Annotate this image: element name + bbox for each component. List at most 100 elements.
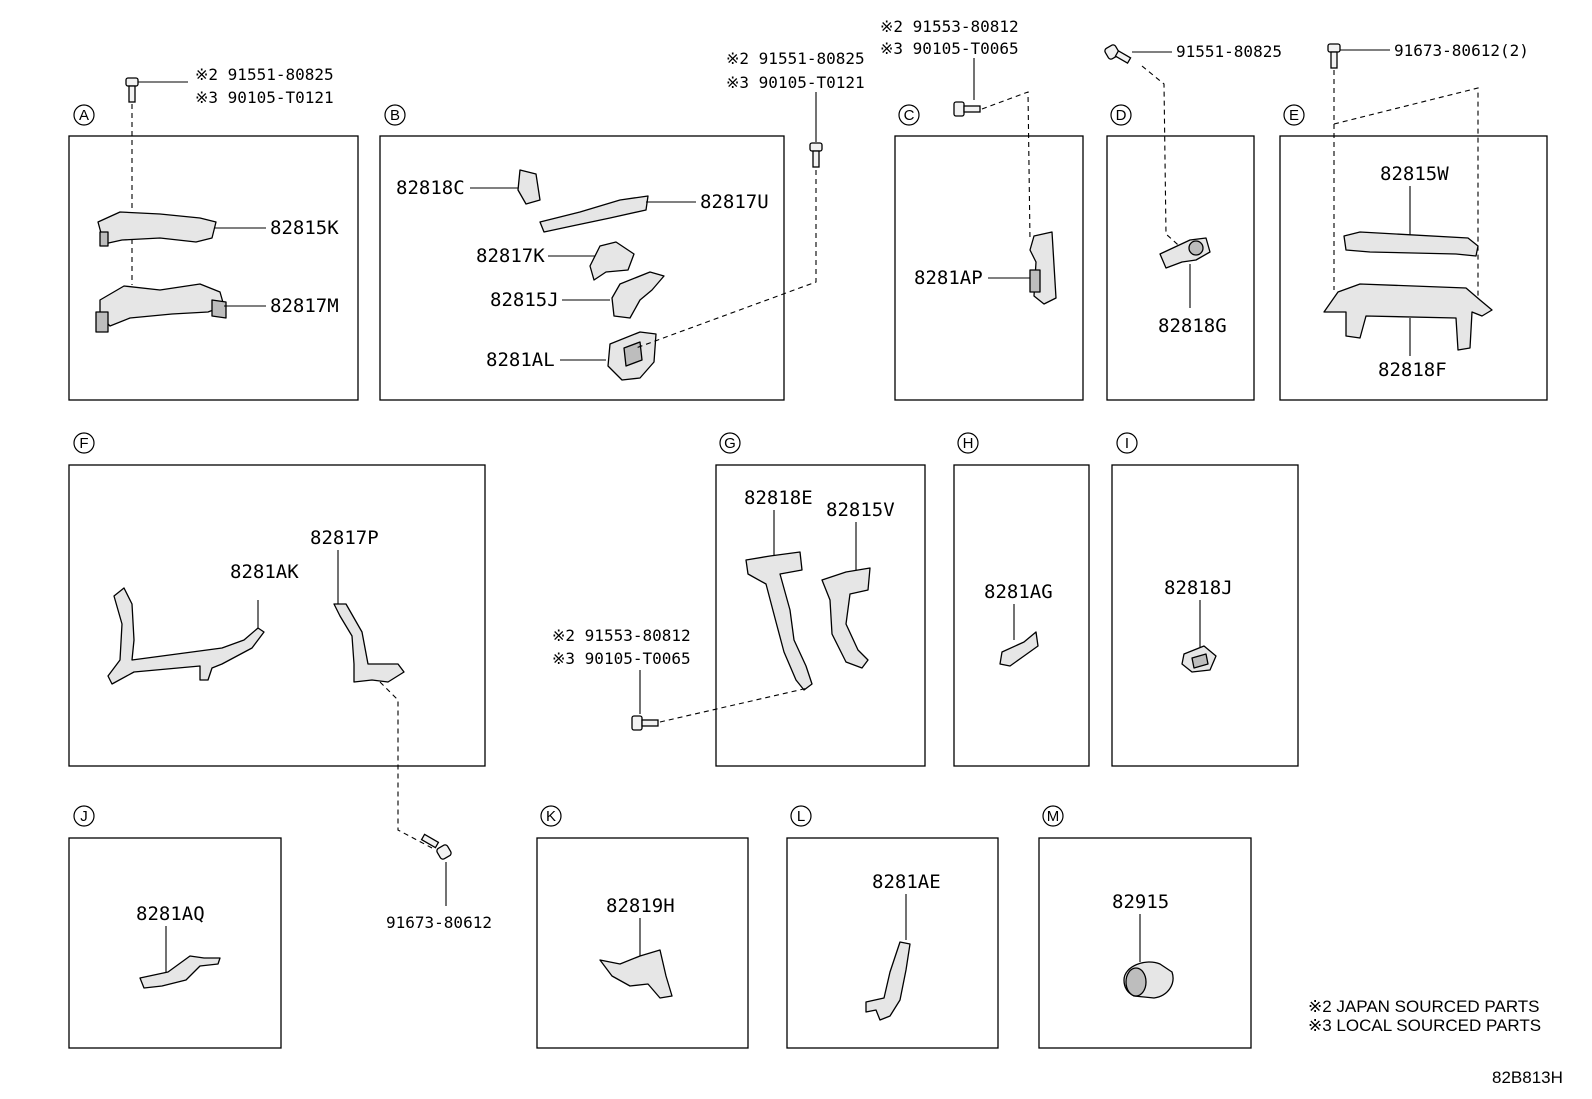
bolt-f bbox=[420, 833, 452, 860]
section-letter: H bbox=[963, 435, 974, 452]
note-local-sourced: ※3 LOCAL SOURCED PARTS bbox=[1308, 1016, 1541, 1035]
section-marker-k: K bbox=[540, 805, 562, 827]
section-letter: A bbox=[79, 107, 89, 124]
bolt-b bbox=[809, 142, 823, 168]
part-label-8281ae: 8281AE bbox=[872, 871, 941, 893]
section-box-l bbox=[786, 837, 999, 1049]
part-8281ap bbox=[1029, 231, 1057, 305]
part-82817k bbox=[589, 241, 635, 281]
part-label-82818f: 82818F bbox=[1378, 359, 1447, 381]
part-label-8281ap: 8281AP bbox=[914, 267, 983, 289]
part-82815k-tab bbox=[99, 231, 109, 247]
part-8281ag bbox=[999, 631, 1039, 667]
part-82815k bbox=[97, 211, 217, 245]
section-marker-m: M bbox=[1042, 805, 1064, 827]
part-82817m-tab bbox=[95, 311, 109, 333]
section-box-j bbox=[68, 837, 282, 1049]
bolt-d bbox=[1104, 44, 1132, 64]
section-box-m bbox=[1038, 837, 1252, 1049]
bolt-g bbox=[631, 715, 659, 731]
dashed-line-d bbox=[1141, 65, 1187, 253]
part-8281aq bbox=[139, 955, 221, 989]
section-letter: J bbox=[80, 808, 88, 825]
section-letter: F bbox=[79, 435, 88, 452]
part-label-82817k: 82817K bbox=[476, 245, 545, 267]
section-box-e bbox=[1279, 135, 1548, 401]
section-letter: C bbox=[904, 107, 915, 124]
section-letter: L bbox=[797, 808, 805, 825]
part-label-82915: 82915 bbox=[1112, 891, 1169, 913]
part-label-82815w: 82815W bbox=[1380, 163, 1449, 185]
part-label-8281aq: 8281AQ bbox=[136, 903, 205, 925]
part-8281ap-face bbox=[1029, 269, 1041, 293]
section-letter: B bbox=[390, 107, 400, 124]
fastener-label-d-1: 91551-80825 bbox=[1176, 42, 1282, 61]
section-box-h bbox=[953, 464, 1090, 767]
part-label-82818c: 82818C bbox=[396, 177, 465, 199]
part-82817m-clip bbox=[211, 299, 227, 319]
dashed-line-f bbox=[379, 681, 433, 849]
diagram-code: 82B813H bbox=[1492, 1068, 1563, 1087]
fastener-label-e-1: 91673-80612(2) bbox=[1394, 41, 1529, 60]
note-japan-sourced: ※2 JAPAN SOURCED PARTS bbox=[1308, 997, 1540, 1016]
part-label-82817m: 82817M bbox=[270, 295, 339, 317]
section-box-a bbox=[68, 135, 359, 401]
part-8281al-face bbox=[623, 341, 643, 367]
section-box-k bbox=[536, 837, 749, 1049]
fastener-label-a-2: ※3 90105-T0121 bbox=[195, 88, 334, 107]
part-82818f bbox=[1323, 283, 1493, 351]
part-82817p bbox=[333, 603, 405, 683]
part-8281ae bbox=[865, 941, 911, 1021]
section-letter: G bbox=[724, 435, 736, 452]
section-marker-f: F bbox=[73, 432, 95, 454]
part-82817m bbox=[99, 283, 225, 327]
part-82818e bbox=[745, 551, 813, 691]
part-label-82818g: 82818G bbox=[1158, 315, 1227, 337]
section-marker-i: I bbox=[1116, 432, 1138, 454]
section-letter: E bbox=[1289, 107, 1299, 124]
part-label-82817p: 82817P bbox=[310, 527, 379, 549]
bolt-c bbox=[953, 101, 981, 117]
bolt-e bbox=[1327, 43, 1341, 69]
section-box-g bbox=[715, 464, 926, 767]
fastener-label-c-2: ※3 90105-T0065 bbox=[880, 39, 1019, 58]
part-label-8281al: 8281AL bbox=[486, 349, 555, 371]
section-box-f bbox=[68, 464, 486, 767]
part-label-82818e: 82818E bbox=[744, 487, 813, 509]
section-box-d bbox=[1106, 135, 1255, 401]
fastener-label-g-2: ※3 90105-T0065 bbox=[552, 649, 691, 668]
dashed-line-e-2 bbox=[1333, 87, 1479, 296]
fastener-label-c-1: ※2 91553-80812 bbox=[880, 17, 1019, 36]
part-label-82815k: 82815K bbox=[270, 217, 339, 239]
section-box-b bbox=[379, 135, 785, 401]
part-label-8281ag: 8281AG bbox=[984, 581, 1053, 603]
bolt-a bbox=[125, 77, 139, 103]
part-82818g bbox=[1159, 237, 1211, 269]
section-marker-b: B bbox=[384, 104, 406, 126]
fastener-label-b-2: ※3 90105-T0121 bbox=[726, 73, 865, 92]
part-82818j-face bbox=[1191, 653, 1209, 669]
part-82817u bbox=[539, 195, 649, 233]
part-label-82818j: 82818J bbox=[1164, 577, 1233, 599]
section-marker-a: A bbox=[73, 104, 95, 126]
section-marker-l: L bbox=[790, 805, 812, 827]
part-82818g-boss bbox=[1188, 240, 1204, 256]
part-82815w bbox=[1343, 231, 1479, 257]
part-82815v bbox=[821, 567, 871, 669]
section-letter: I bbox=[1125, 435, 1129, 452]
section-letter: M bbox=[1047, 808, 1060, 825]
fastener-label-g-1: ※2 91553-80812 bbox=[552, 626, 691, 645]
section-letter: K bbox=[546, 808, 556, 825]
fastener-label-b-1: ※2 91551-80825 bbox=[726, 49, 865, 68]
part-82819h bbox=[599, 949, 673, 999]
section-box-i bbox=[1111, 464, 1299, 767]
section-marker-c: C bbox=[898, 104, 920, 126]
section-marker-j: J bbox=[73, 805, 95, 827]
part-label-82815j: 82815J bbox=[490, 289, 559, 311]
dashed-line-g bbox=[659, 687, 809, 723]
part-82915-end bbox=[1125, 967, 1147, 997]
part-label-82819h: 82819H bbox=[606, 895, 675, 917]
part-label-82815v: 82815V bbox=[826, 499, 895, 521]
